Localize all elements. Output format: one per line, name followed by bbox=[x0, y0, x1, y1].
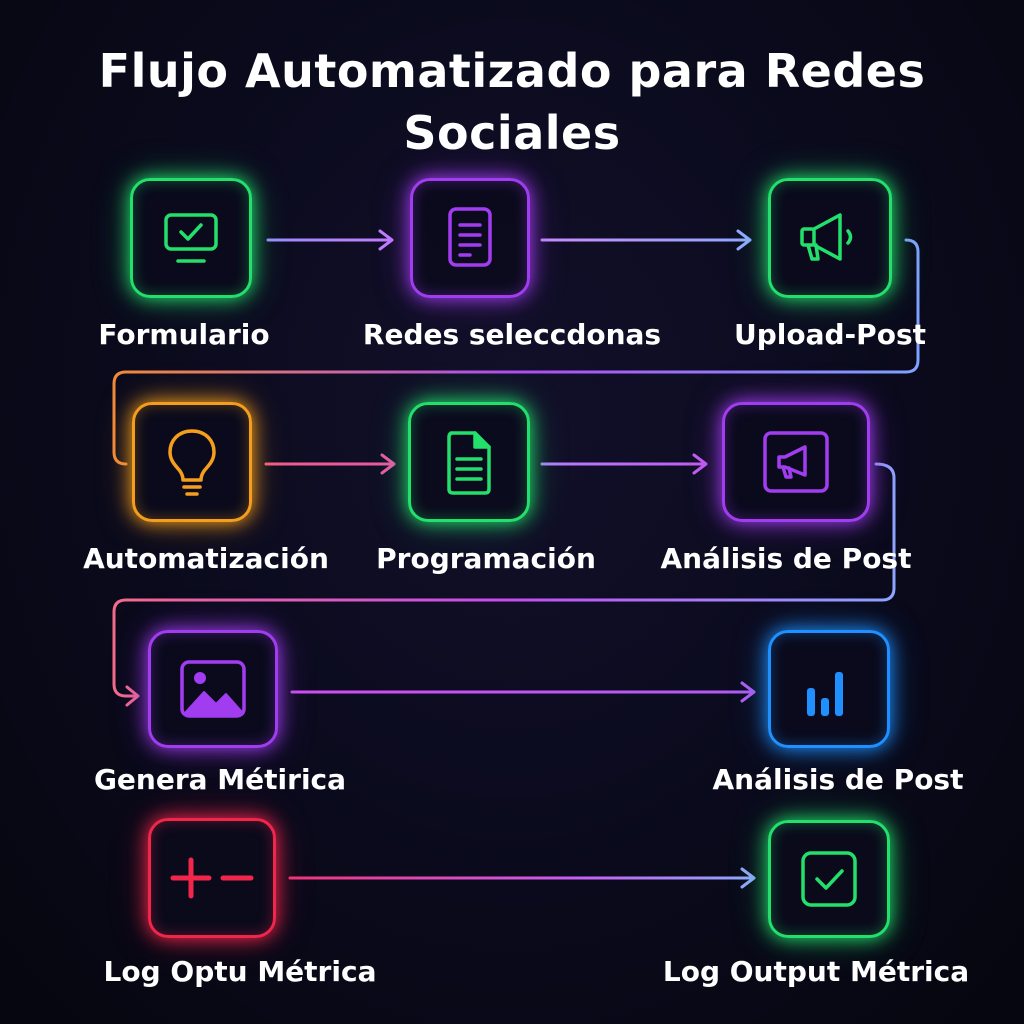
label-programacion: Programación bbox=[376, 542, 596, 575]
node-upload-post[interactable] bbox=[768, 178, 892, 298]
connector-4-5 bbox=[264, 453, 396, 475]
node-analisis-de-post-1[interactable] bbox=[722, 402, 870, 522]
file-lines-icon bbox=[447, 431, 491, 495]
connector-5-6 bbox=[540, 453, 708, 475]
label-upload-post: Upload-Post bbox=[734, 318, 926, 351]
bar-chart-icon bbox=[807, 672, 843, 716]
image-icon bbox=[180, 660, 246, 718]
megaphone-icon bbox=[800, 213, 853, 261]
label-automatizacion: Automatización bbox=[83, 542, 329, 575]
label-analisis-de-post-1: Análisis de Post bbox=[660, 542, 912, 575]
megaphone-frame-icon bbox=[763, 431, 829, 493]
node-genera-metirica[interactable] bbox=[148, 630, 278, 748]
node-formulario[interactable] bbox=[130, 178, 252, 298]
label-log-optu-metrica: Log Optu Métrica bbox=[103, 955, 377, 988]
node-automatizacion[interactable] bbox=[132, 402, 252, 522]
connector-3-4 bbox=[112, 238, 920, 466]
node-log-optu-metrica[interactable] bbox=[148, 818, 276, 938]
plus-minus-icon bbox=[170, 857, 254, 899]
connector-9-10 bbox=[288, 867, 756, 889]
label-genera-metirica: Genera Métirica bbox=[93, 763, 347, 796]
connector-2-3 bbox=[540, 229, 752, 251]
check-square-icon bbox=[801, 851, 857, 907]
label-formulario: Formulario bbox=[98, 318, 270, 351]
connector-7-8 bbox=[290, 681, 756, 703]
node-analisis-de-post-2[interactable] bbox=[768, 630, 890, 748]
node-redes-seleccionadas[interactable] bbox=[410, 178, 530, 298]
connector-6-7 bbox=[112, 462, 896, 707]
label-analisis-de-post-2: Análisis de Post bbox=[712, 763, 964, 796]
page-title: Flujo Automatizado para Redes Sociales bbox=[0, 40, 1024, 164]
node-log-output-metrica[interactable] bbox=[768, 820, 890, 938]
label-log-output-metrica: Log Output Métrica bbox=[662, 955, 970, 988]
node-programacion[interactable] bbox=[408, 402, 530, 522]
monitor-check-icon bbox=[164, 213, 218, 263]
title-line-2: Sociales bbox=[403, 106, 621, 160]
label-redes-seleccionadas: Redes seleccdonas bbox=[362, 318, 662, 351]
title-line-1: Flujo Automatizado para Redes bbox=[98, 44, 926, 98]
lightbulb-icon bbox=[168, 429, 216, 496]
document-icon bbox=[448, 207, 492, 267]
connector-1-2 bbox=[266, 229, 394, 251]
